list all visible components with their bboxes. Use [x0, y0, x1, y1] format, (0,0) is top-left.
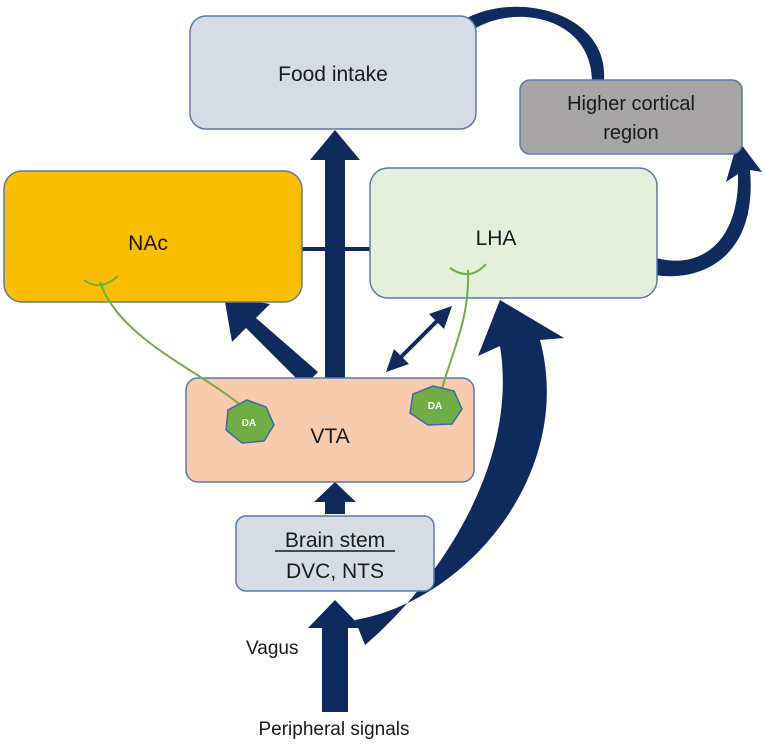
da-marker-right: DA — [409, 385, 463, 426]
brainstem-to-vta-arrow — [314, 482, 356, 514]
vta-to-nac-arrow — [224, 296, 318, 386]
vta-to-food-intake-arrow — [310, 130, 360, 378]
brain-stem-box: Brain stem DVC, NTS — [235, 515, 435, 592]
da-projection-to-nac — [99, 281, 245, 409]
da-label-right: DA — [428, 401, 442, 412]
vta-lha-double-arrow — [386, 306, 452, 372]
brain-stem-title: Brain stem — [285, 529, 385, 552]
lha-label: LHA — [476, 227, 517, 250]
brain-stem-subtitle: DVC, NTS — [286, 560, 384, 583]
higher-cortical-label-line1: Higher cortical — [567, 93, 695, 115]
da-projection-lha-terminal — [449, 263, 487, 275]
vagus-label: Vagus — [246, 638, 298, 659]
vagus-to-lha-curved-arrow — [355, 300, 564, 645]
vta-label: VTA — [310, 425, 349, 448]
da-projection-nac-terminal — [83, 275, 119, 287]
higher-cortical-label-line2: region — [603, 122, 659, 144]
da-marker-left: DA — [225, 399, 275, 444]
da-projection-to-lha — [439, 269, 470, 397]
lha-box: LHA — [369, 167, 658, 299]
higher-cortical-region-box: Higher cortical region — [519, 79, 743, 155]
dopamine-projections — [83, 263, 487, 409]
food-intake-box: Food intake — [189, 15, 477, 130]
da-label-left: DA — [242, 418, 256, 429]
peripheral-signals-label: Peripheral signals — [258, 719, 409, 740]
food-intake-label: Food intake — [278, 63, 388, 86]
nac-box: NAc — [3, 170, 303, 303]
lha-to-cortical-curved-arrow — [622, 140, 762, 277]
nac-label: NAc — [128, 232, 168, 255]
vagus-arrow — [308, 600, 362, 712]
